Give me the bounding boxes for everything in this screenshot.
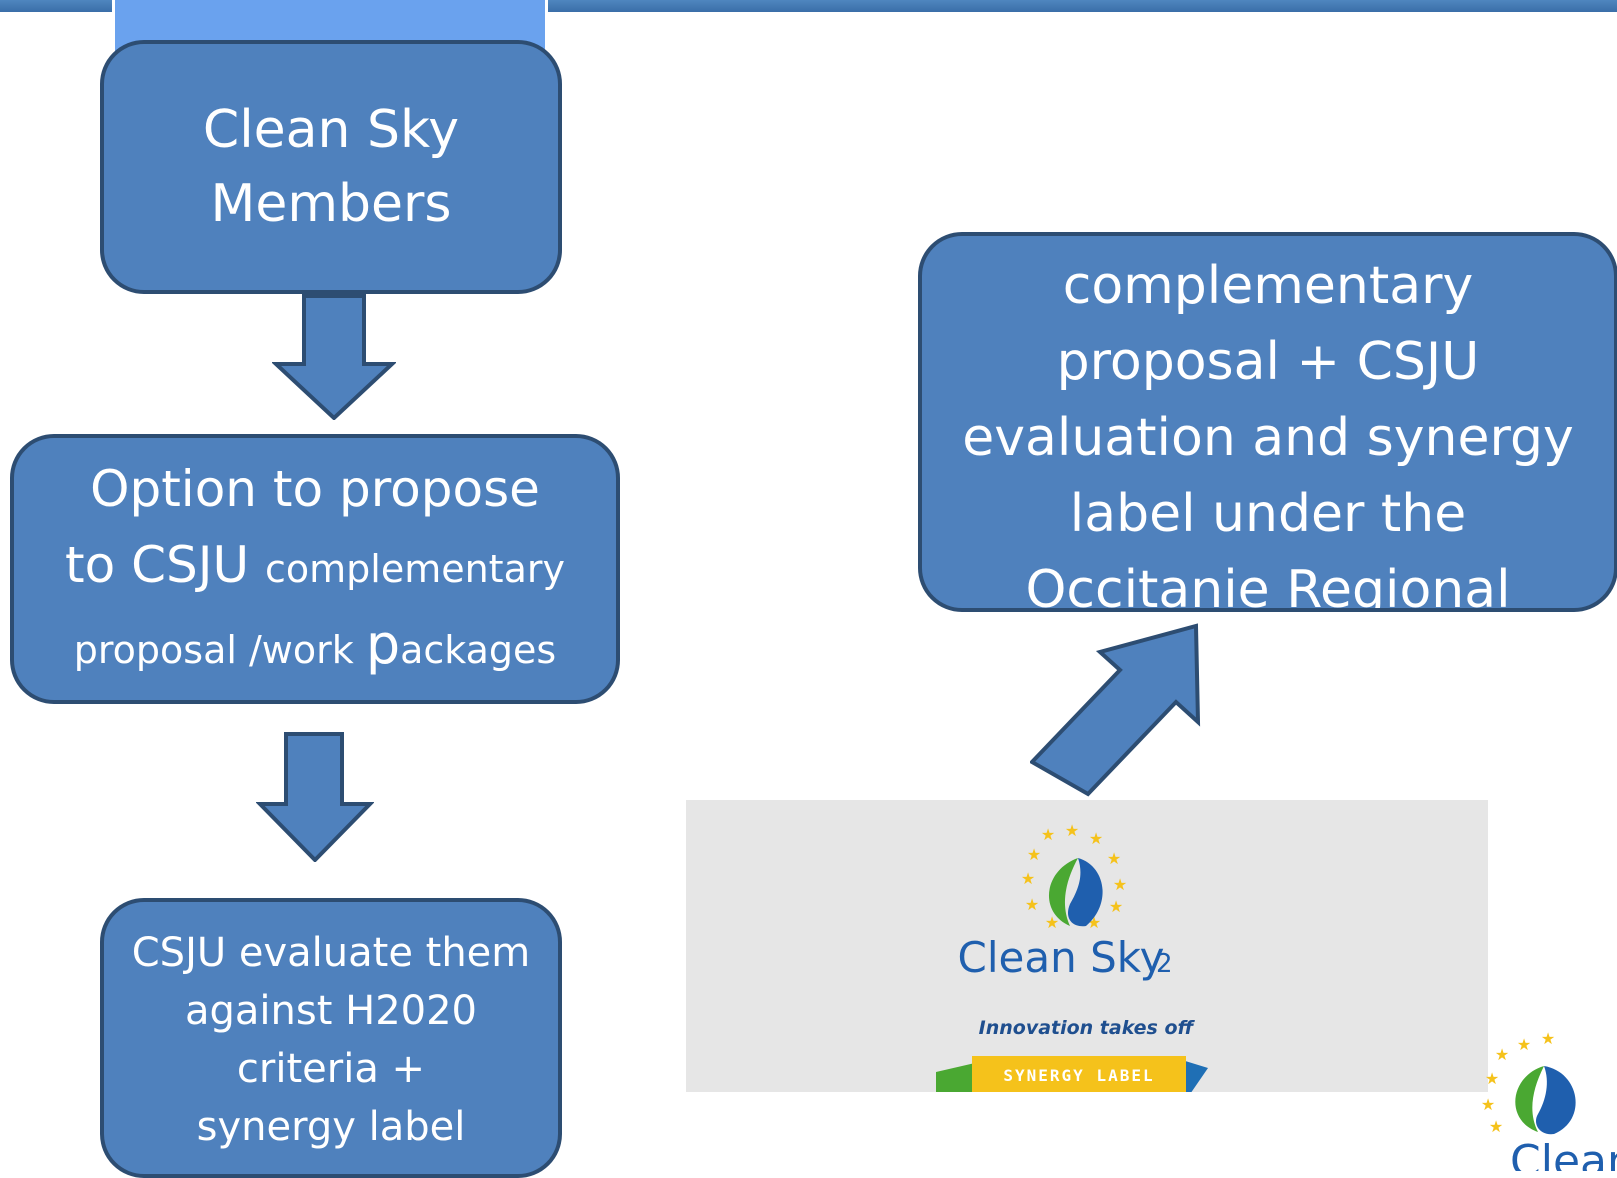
members-line-2: Members [210, 174, 452, 234]
svg-text:★: ★ [1041, 825, 1055, 844]
complementary-line-5: Occitanie Regional [1025, 560, 1511, 612]
svg-text:★: ★ [1495, 1045, 1509, 1064]
csju-line-3: criteria + [236, 1046, 426, 1092]
svg-text:★: ★ [1065, 821, 1079, 840]
svg-text:★: ★ [1517, 1035, 1531, 1054]
svg-text:★: ★ [1109, 897, 1123, 916]
logo-tagline: Innovation takes off [979, 1017, 1196, 1039]
logo-brand-text: Clean Sky [958, 933, 1165, 982]
csju-line-1: CSJU evaluate them [131, 930, 531, 976]
option-line-2-big: to CSJU [65, 535, 265, 594]
down-arrow-1 [272, 294, 396, 420]
option-line-2-small: complementary [264, 546, 565, 591]
leaf-blue-shape [1067, 858, 1103, 927]
option-line-3-p: p [365, 612, 401, 676]
complementary-line-3: evaluation and synergy [962, 408, 1574, 468]
svg-text:★: ★ [1485, 1069, 1499, 1088]
members-line-1: Clean Sky [202, 100, 460, 160]
ribbon-text: SYNERGY LABEL [1003, 1066, 1154, 1085]
svg-text:★: ★ [1045, 913, 1059, 932]
leaf-green-shape [1048, 858, 1078, 926]
diagonal-up-arrow [1030, 623, 1201, 797]
svg-text:★: ★ [1113, 875, 1127, 894]
clean-sky-members-box: Clean Sky Members [100, 40, 562, 294]
complementary-line-4: label under the [1069, 484, 1467, 544]
csju-line-2: against H2020 [185, 988, 477, 1034]
synergy-label-logo: ★★★ ★★ ★★ ★★ ★★ Clean Sky 2 Innovation t… [936, 821, 1208, 1100]
svg-text:★: ★ [1481, 1095, 1495, 1114]
complementary-proposal-box: complementary proposal + CSJU evaluation… [918, 232, 1617, 612]
corner-clean-sky-logo: ★ ★ ★ ★ ★ ★ Clean S [1470, 1020, 1617, 1171]
csju-evaluate-box: CSJU evaluate them against H2020 criteri… [100, 898, 562, 1178]
logo-brand-sub: 2 [1156, 949, 1173, 979]
option-line-3-b: ackages [400, 627, 557, 672]
svg-text:★: ★ [1541, 1029, 1555, 1048]
option-line-3-a: proposal /work [73, 627, 366, 672]
ribbon-right-tail [1182, 1060, 1208, 1100]
clean-sky-2-synergy-logo-panel: ★★★ ★★ ★★ ★★ ★★ Clean Sky 2 Innovation t… [686, 800, 1488, 1100]
svg-text:★: ★ [1107, 849, 1121, 868]
svg-text:★: ★ [1089, 829, 1103, 848]
corner-brand-text: Clean S [1510, 1136, 1617, 1171]
corner-leaf-blue [1535, 1066, 1576, 1135]
complementary-line-2: proposal + CSJU [1056, 332, 1480, 392]
ribbon-band [972, 1056, 1186, 1094]
complementary-line-1: complementary [1062, 256, 1474, 316]
option-line-3: proposal /work packages [74, 607, 556, 688]
option-line-1: Option to propose [90, 459, 540, 518]
down-arrow-2 [256, 732, 374, 862]
svg-text:★: ★ [1021, 869, 1035, 888]
option-line-2: to CSJU complementary [65, 527, 565, 607]
corner-leaf-green [1515, 1066, 1544, 1132]
svg-text:★: ★ [1025, 895, 1039, 914]
svg-text:★: ★ [1027, 845, 1041, 864]
svg-text:★: ★ [1489, 1117, 1503, 1136]
csju-line-4: synergy label [196, 1104, 466, 1150]
option-to-propose-box: Option to propose to CSJU complementary … [10, 434, 620, 704]
